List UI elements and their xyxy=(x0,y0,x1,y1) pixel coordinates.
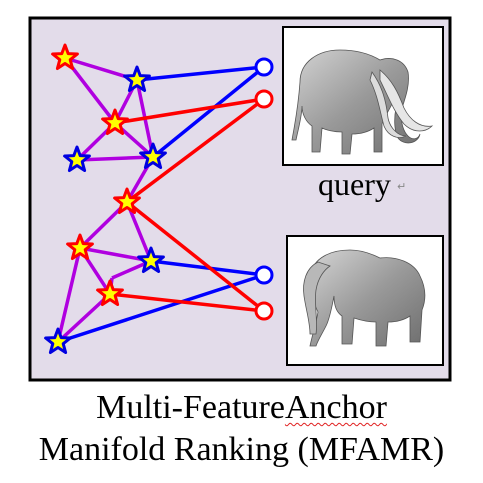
blue-edge xyxy=(151,65,266,159)
blue-star-node xyxy=(63,145,91,172)
blue-edge xyxy=(57,273,265,344)
red-edge xyxy=(114,97,265,125)
red-anchor-node-bottom xyxy=(254,301,274,321)
blue-star-node xyxy=(44,327,72,354)
blue-anchor-node-bottom xyxy=(254,265,274,285)
purple-edge xyxy=(56,292,112,344)
red-anchor-node-top xyxy=(254,89,274,109)
red-edge xyxy=(125,97,266,204)
query-model-image xyxy=(282,26,444,166)
red-star-node xyxy=(96,279,124,306)
star-nodes xyxy=(44,43,167,354)
blue-star-node xyxy=(123,65,151,92)
red-edge xyxy=(109,292,265,313)
caption-line-1-right: Anchor xyxy=(284,389,387,426)
blue-edge xyxy=(136,65,265,82)
purple-edge xyxy=(76,155,154,162)
caption-line-1-left: Multi-Feature xyxy=(96,389,285,426)
query-label: query xyxy=(318,166,391,202)
red-star-node xyxy=(101,108,129,135)
red-star-node xyxy=(113,187,141,214)
caption-line-2: Manifold Ranking (MFAMR) xyxy=(38,431,445,468)
retrieved-model-image xyxy=(286,235,444,366)
anchor-nodes xyxy=(254,57,274,321)
red-edge xyxy=(125,200,266,313)
caption-line-1: Multi-FeatureAnchor xyxy=(0,388,483,428)
blue-star-node xyxy=(137,246,165,273)
purple-edge xyxy=(56,247,82,343)
red-star-node xyxy=(66,233,94,260)
blue-anchor-node-top xyxy=(254,57,274,77)
paragraph-mark-icon: ↵ xyxy=(397,180,407,193)
red-star-node xyxy=(51,43,79,70)
blue-star-node xyxy=(139,142,167,169)
